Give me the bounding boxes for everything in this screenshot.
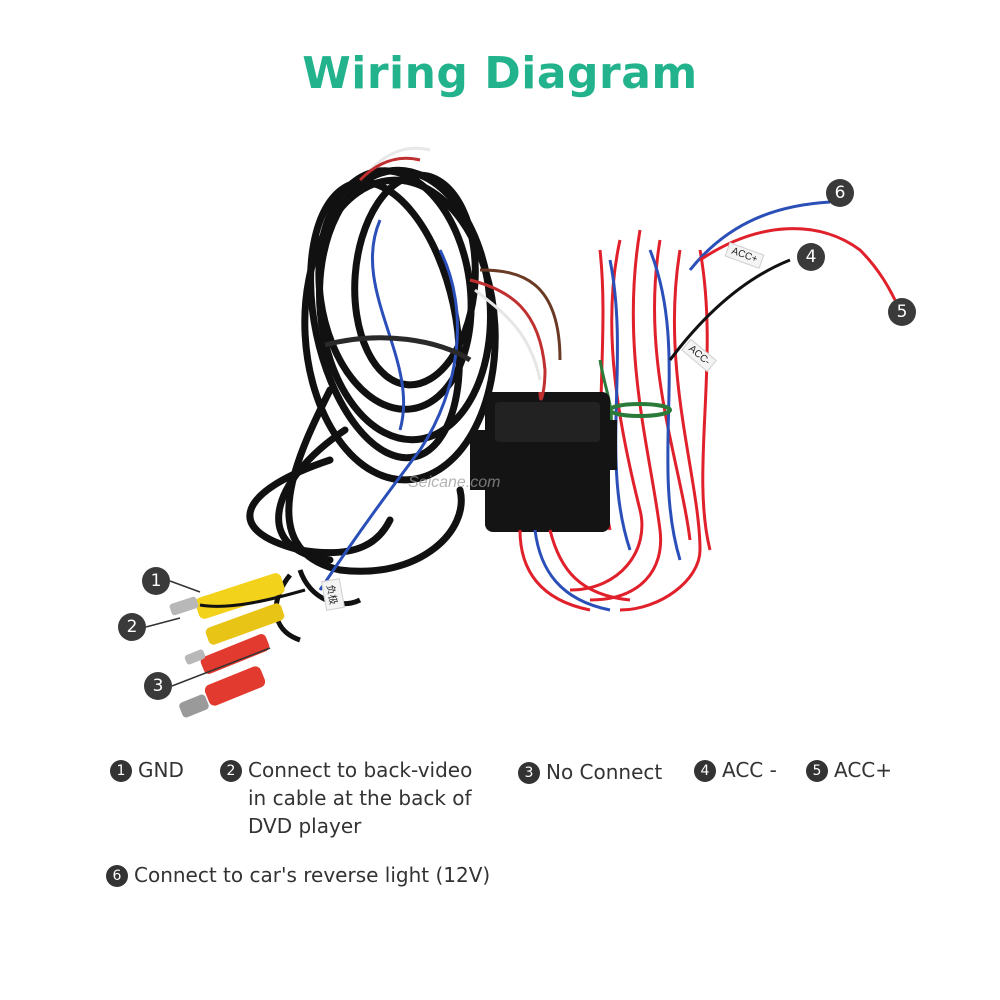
legend-number-1: 1 <box>110 760 132 782</box>
legend-text-4: ACC - <box>722 758 777 782</box>
legend-item-5: 5 ACC+ <box>806 756 892 784</box>
badge-2: 2 <box>118 613 146 641</box>
badge-3: 3 <box>144 672 172 700</box>
watermark: Seicane.com <box>408 474 501 491</box>
black-cable-coil <box>246 166 499 575</box>
legend-item-4: 4 ACC - <box>694 756 777 784</box>
legend-item-2: 2 Connect to back-video in cable at the b… <box>220 756 472 840</box>
diagram-title: Wiring Diagram <box>302 48 698 99</box>
wire-5-lead <box>699 227 897 301</box>
wiring-harness-image: Seicane.com <box>169 146 897 718</box>
legend-number-5: 5 <box>806 760 828 782</box>
legend-text-2: Connect to back-video in cable at the ba… <box>248 758 473 838</box>
legend-number-2: 2 <box>220 760 242 782</box>
legend-number-3: 3 <box>518 762 540 784</box>
zip-tie <box>324 335 472 363</box>
legend-item-3: 3 No Connect <box>518 758 662 786</box>
legend-number-4: 4 <box>694 760 716 782</box>
legend-item-6: 6 Connect to car's reverse light (12V) <box>106 861 490 889</box>
badge-6: 6 <box>826 179 854 207</box>
legend-text-6: Connect to car's reverse light (12V) <box>134 863 491 887</box>
legend-number-6: 6 <box>106 865 128 887</box>
legend-item-1: 1 GND <box>110 756 184 784</box>
wire-6-lead <box>688 200 831 271</box>
control-box <box>470 392 617 532</box>
legend-text-3: No Connect <box>546 760 663 784</box>
wire-4-lead <box>668 258 791 361</box>
badge-1: 1 <box>142 567 170 595</box>
badge-5: 5 <box>888 298 916 326</box>
blue-wire-coil <box>318 219 459 591</box>
legend-text-1: GND <box>138 758 184 782</box>
rca-plug-cluster <box>169 569 362 718</box>
badge-4: 4 <box>797 243 825 271</box>
legend-text-5: ACC+ <box>834 758 893 782</box>
